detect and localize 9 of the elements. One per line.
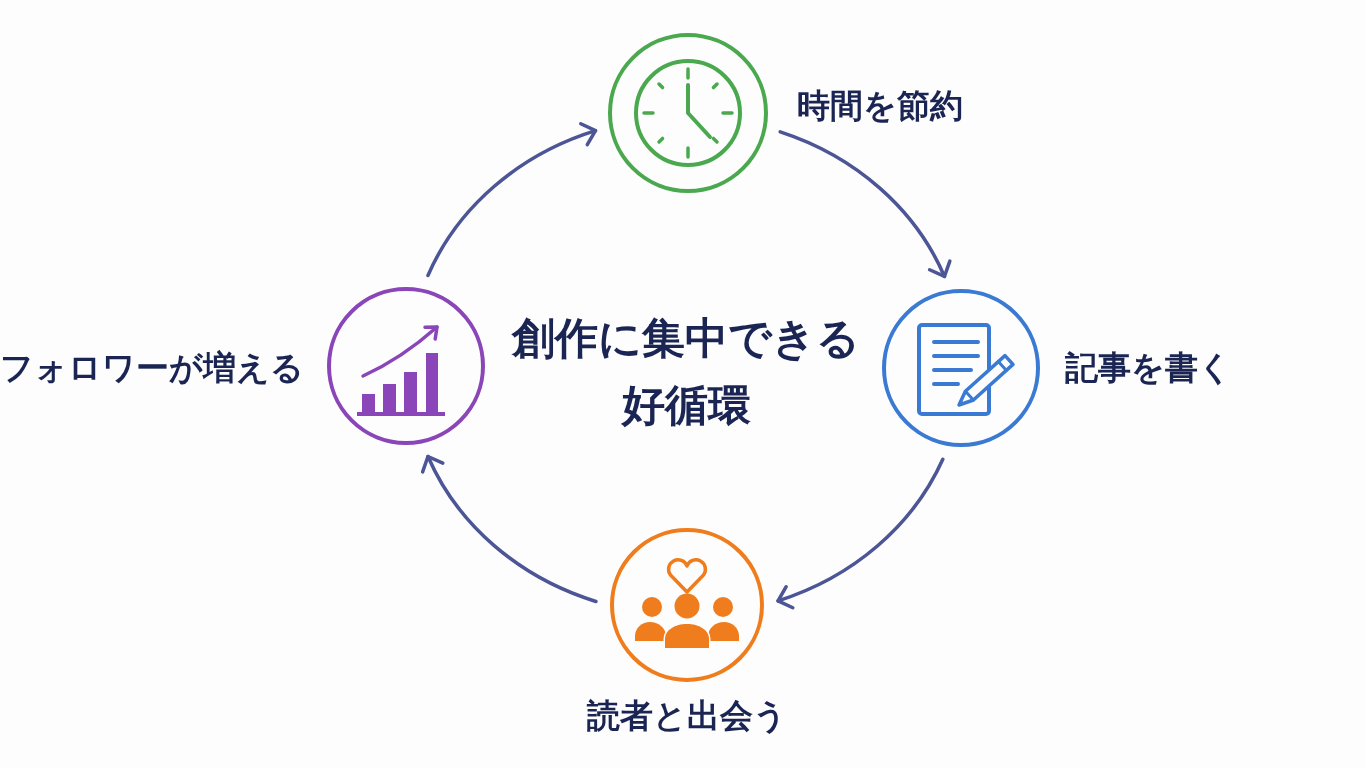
arrow xyxy=(426,122,598,278)
step-label: 時間を節約 xyxy=(797,86,963,126)
arrow xyxy=(421,454,598,604)
title: 創作に集中できる好循環 xyxy=(510,312,861,432)
arrow xyxy=(776,457,945,609)
arrow xyxy=(778,130,951,279)
step-label: フォロワーが増える xyxy=(0,348,304,388)
step-label: 読者と出会う xyxy=(587,696,787,736)
step-label: 記事を書く xyxy=(1065,348,1232,388)
